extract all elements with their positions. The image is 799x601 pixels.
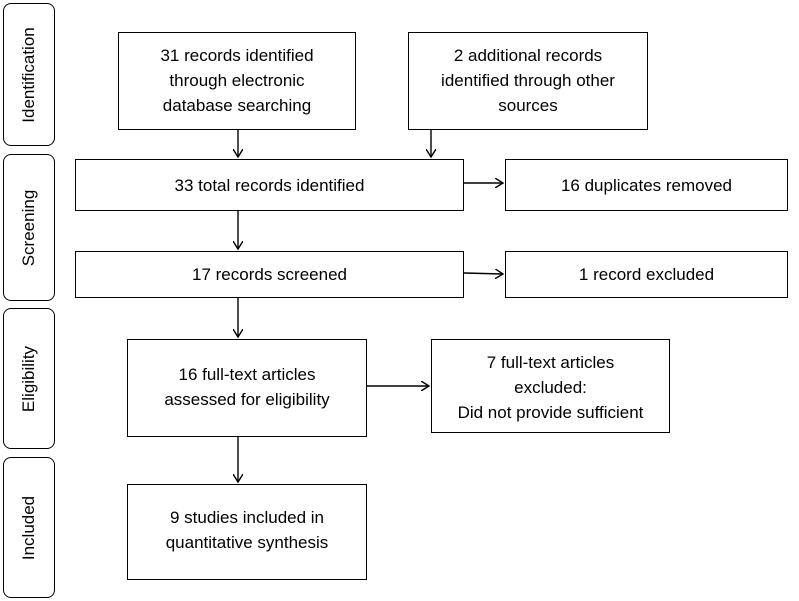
record-excluded-text: 1 record excluded — [578, 265, 715, 284]
fulltext-assessed-line-2: assessed for eligibility — [164, 390, 330, 409]
phase-screening: Screening — [3, 154, 55, 301]
fulltext-excluded-line-1: 7 full-text articles — [486, 353, 615, 372]
fulltext-excluded-box: 7 full-text articles excluded: Did not p… — [431, 339, 670, 433]
total-records-text: 33 total records identified — [174, 175, 365, 195]
other-sources-line-3: sources — [498, 96, 558, 115]
records-screened-text: 17 records screened — [192, 265, 347, 284]
record-excluded-box: 1 record excluded — [505, 251, 788, 298]
database-records-box: 31 records identified through electronic… — [118, 32, 356, 130]
studies-included-line-2: quantitative synthesis — [165, 533, 329, 552]
phase-included: Included — [3, 457, 55, 598]
other-sources-line-2: identified through other — [441, 71, 615, 90]
total-records-box: 33 total records identified — [75, 159, 464, 211]
arrow-screened-to-excluded — [463, 273, 503, 274]
fulltext-assessed-box: 16 full-text articles assessed for eligi… — [127, 339, 367, 437]
studies-included-box: 9 studies included in quantitative synth… — [127, 484, 367, 580]
database-records-line-1: 31 records identified — [160, 46, 314, 65]
fulltext-excluded-line-3: Did not provide sufficient — [457, 403, 644, 422]
records-screened-box: 17 records screened — [75, 251, 464, 298]
other-sources-box: 2 additional records identified through … — [408, 32, 648, 130]
duplicates-removed-text: 16 duplicates removed — [560, 175, 733, 195]
duplicates-removed-box: 16 duplicates removed — [505, 159, 788, 211]
other-sources-line-1: 2 additional records — [453, 46, 603, 65]
phase-eligibility: Eligibility — [3, 308, 55, 449]
fulltext-assessed-line-1: 16 full-text articles — [178, 365, 316, 384]
fulltext-excluded-line-2: excluded: — [514, 378, 587, 397]
database-records-line-2: through electronic — [169, 71, 305, 90]
studies-included-line-1: 9 studies included in — [169, 508, 325, 527]
phase-identification: Identification — [3, 3, 55, 146]
database-records-line-3: database searching — [162, 96, 312, 115]
